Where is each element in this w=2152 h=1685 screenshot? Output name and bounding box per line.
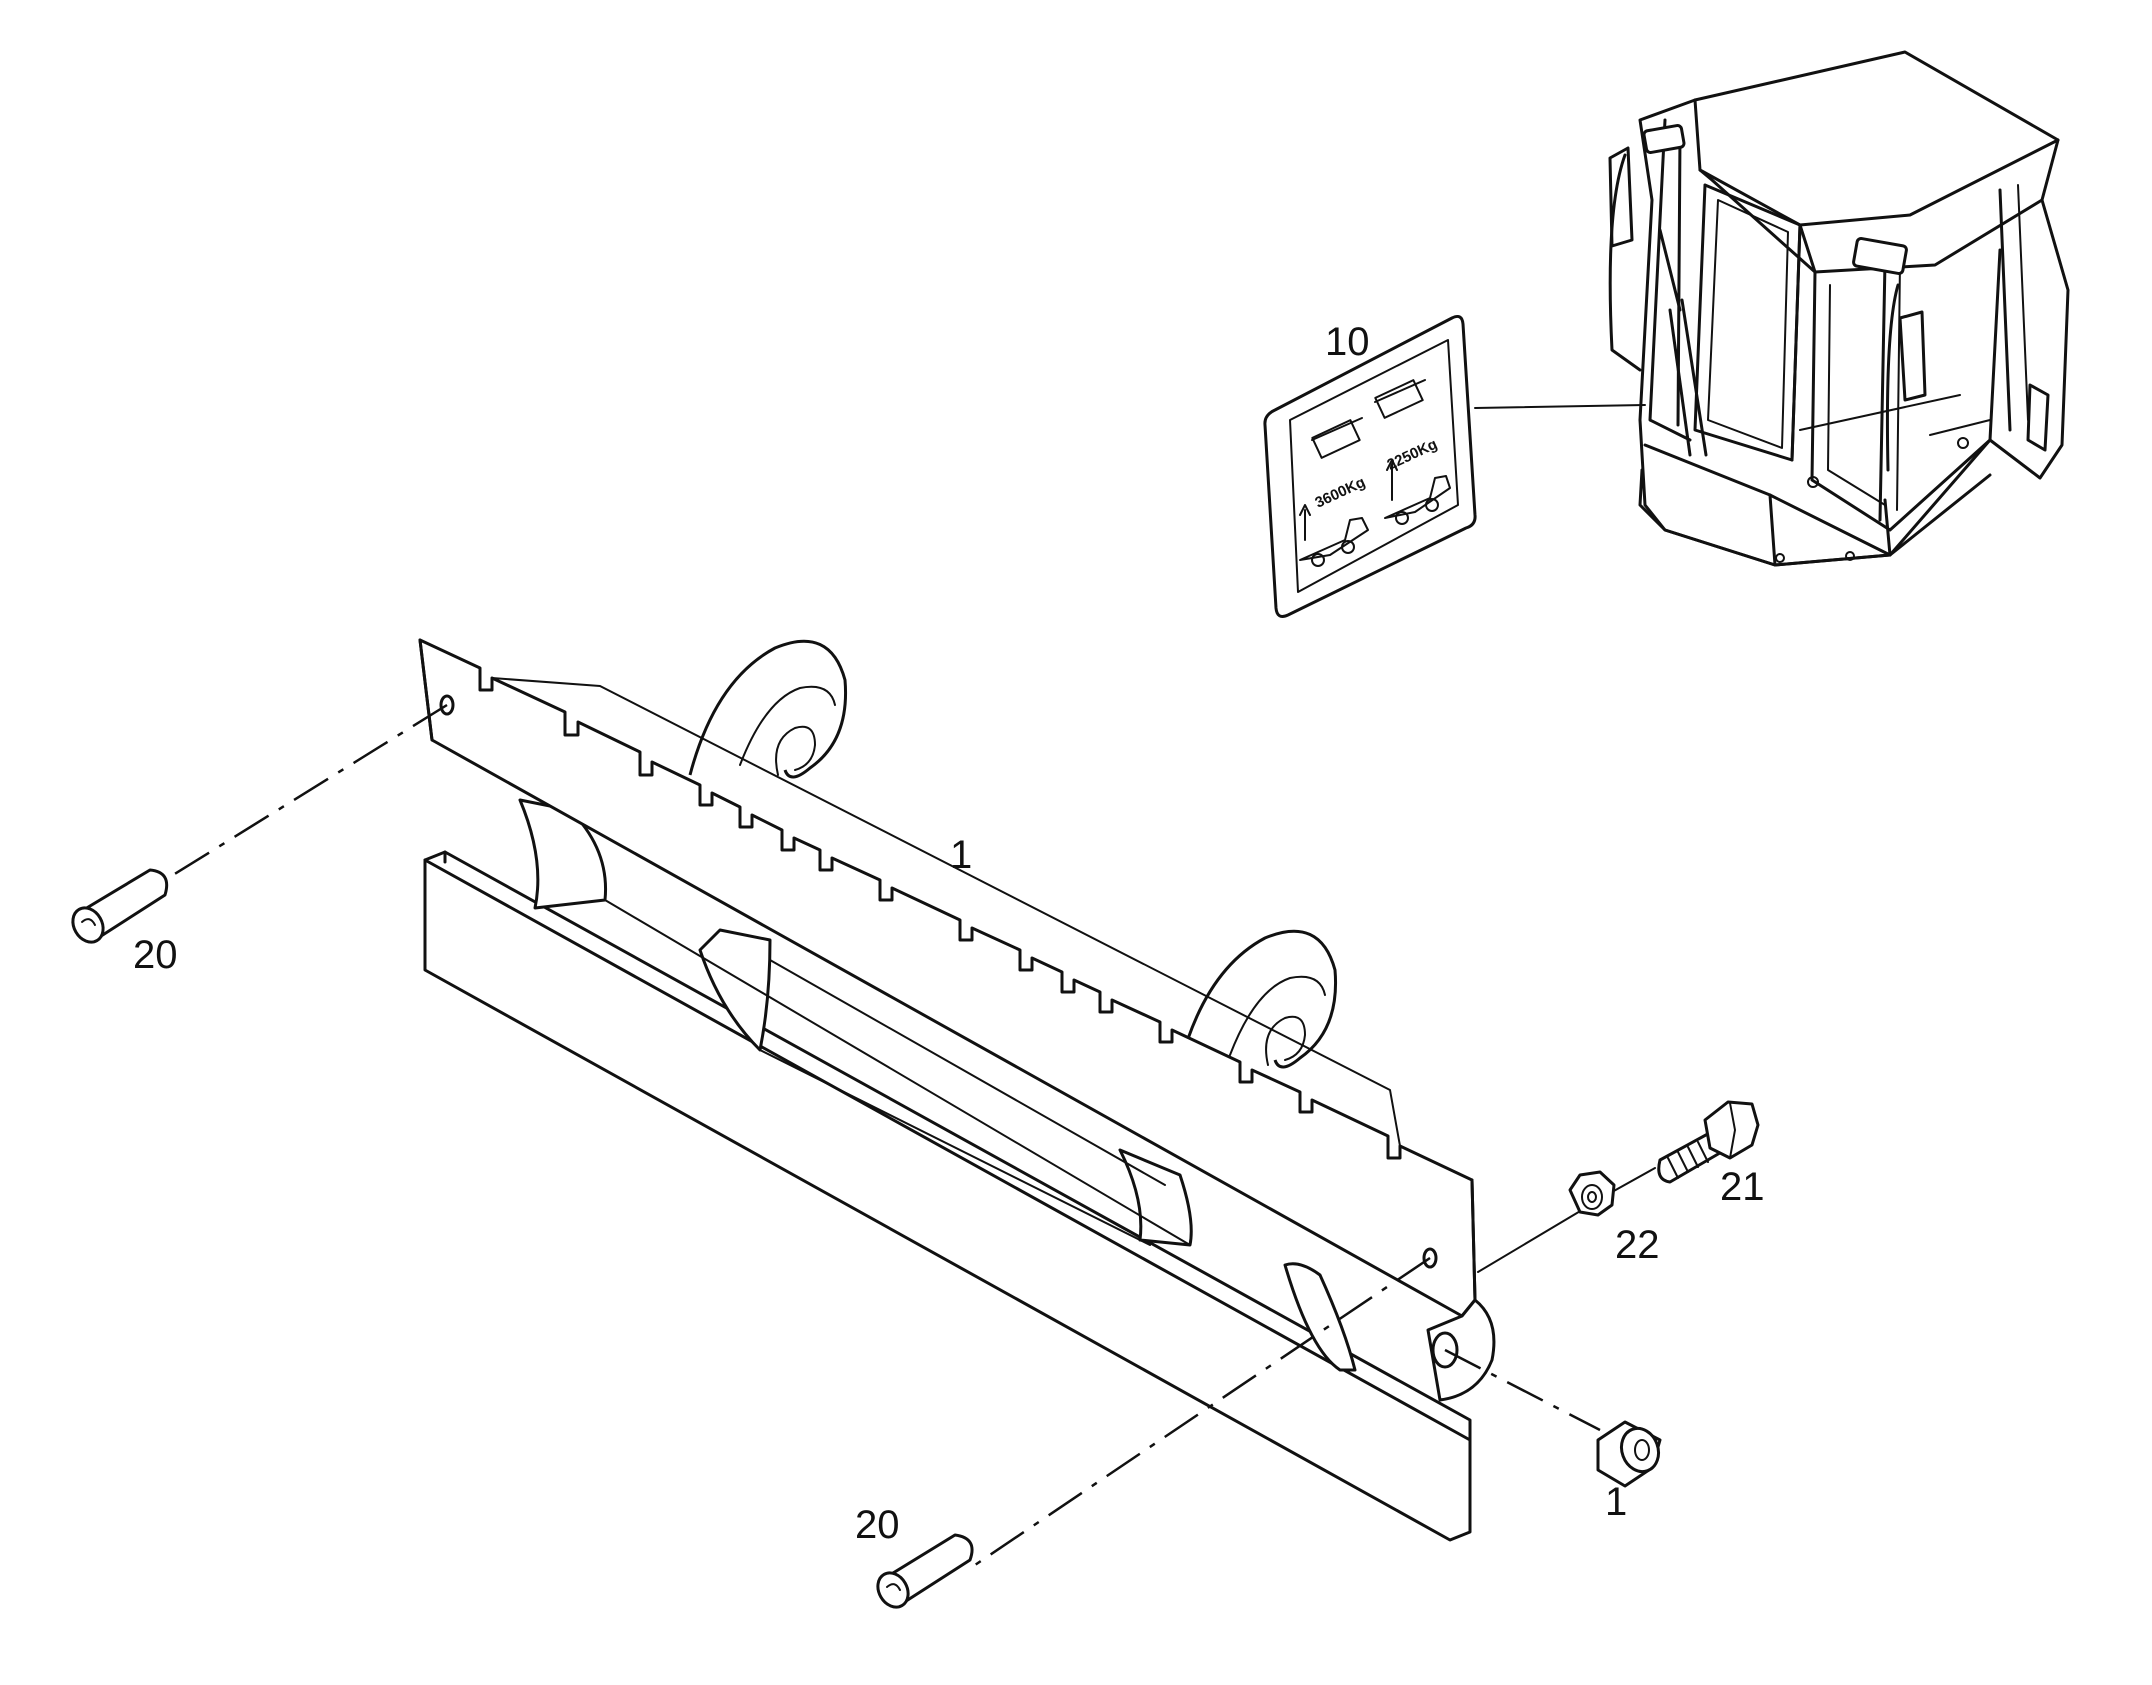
bushing [1596, 1420, 1662, 1488]
coupler-hook [688, 639, 848, 779]
loader-icon [1299, 517, 1369, 561]
pin-hole [1422, 1247, 1438, 1269]
callout-pin-lower: 20 [855, 1503, 900, 1547]
callout-frame: 1 [950, 833, 972, 877]
callout-bolt: 21 [1720, 1165, 1765, 1209]
callout-nut: 22 [1615, 1223, 1660, 1267]
callout-bushing: 1 [1605, 1480, 1627, 1524]
load-decal: 3600Kg 2250Kg [1263, 315, 1477, 618]
pallet-fork-icon [1311, 419, 1361, 459]
cab [1474, 50, 2070, 567]
pallet-fork-icon [1374, 379, 1424, 419]
hex-bolt [1657, 1100, 1760, 1184]
decal-leader-line [1474, 404, 1646, 409]
coupler-hook [1178, 929, 1338, 1069]
roll-pin-upper [71, 868, 169, 944]
callout-decal: 10 [1325, 320, 1370, 364]
quick-coupler-frame [418, 638, 1496, 1542]
roll-pin-lower [876, 1533, 974, 1609]
callout-pin-upper: 20 [133, 933, 178, 977]
pin-hole [439, 694, 455, 716]
loader-icon [1384, 475, 1451, 519]
hex-nut [1568, 1170, 1616, 1217]
assembly-lines [164, 703, 1656, 1567]
